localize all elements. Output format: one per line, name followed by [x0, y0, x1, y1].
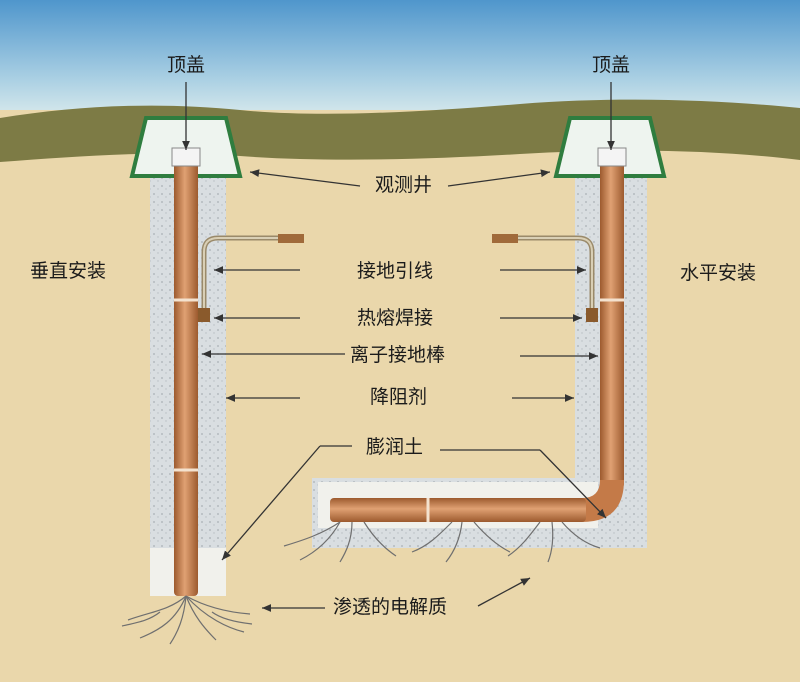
label-ion-rod: 离子接地棒 [350, 344, 446, 366]
ion-rod-elbow [582, 480, 624, 522]
leader-well-left [249, 169, 361, 187]
label-inspection-well: 观测井 [375, 174, 433, 196]
label-cap-right: 顶盖 [592, 54, 631, 76]
thermite-weld-right [586, 308, 598, 322]
label-thermite-weld: 热熔焊接 [357, 307, 434, 329]
ion-rod-vertical [174, 148, 198, 596]
label-electrolyte: 渗透的电解质 [333, 596, 448, 618]
rod-cap-left [171, 147, 201, 167]
electrolyte-roots-left [121, 595, 253, 645]
ion-rod-horizontal [330, 498, 586, 522]
label-horizontal-install: 水平安装 [680, 262, 757, 284]
label-resistance-reducer: 降阻剂 [370, 386, 428, 408]
thermite-weld-left [198, 308, 210, 322]
leader-well-right [447, 169, 551, 187]
ion-rod-horizontal-riser [600, 148, 624, 488]
label-bentonite: 膨润土 [366, 436, 424, 458]
soil [0, 110, 800, 682]
label-cap-left: 顶盖 [167, 54, 206, 76]
label-ground-lead: 接地引线 [357, 260, 434, 282]
rod-cap-right [597, 147, 627, 167]
leader-electrolyte-right [477, 577, 531, 607]
label-vertical-install: 垂直安装 [30, 260, 107, 282]
electrolyte-roots-right [283, 521, 601, 563]
